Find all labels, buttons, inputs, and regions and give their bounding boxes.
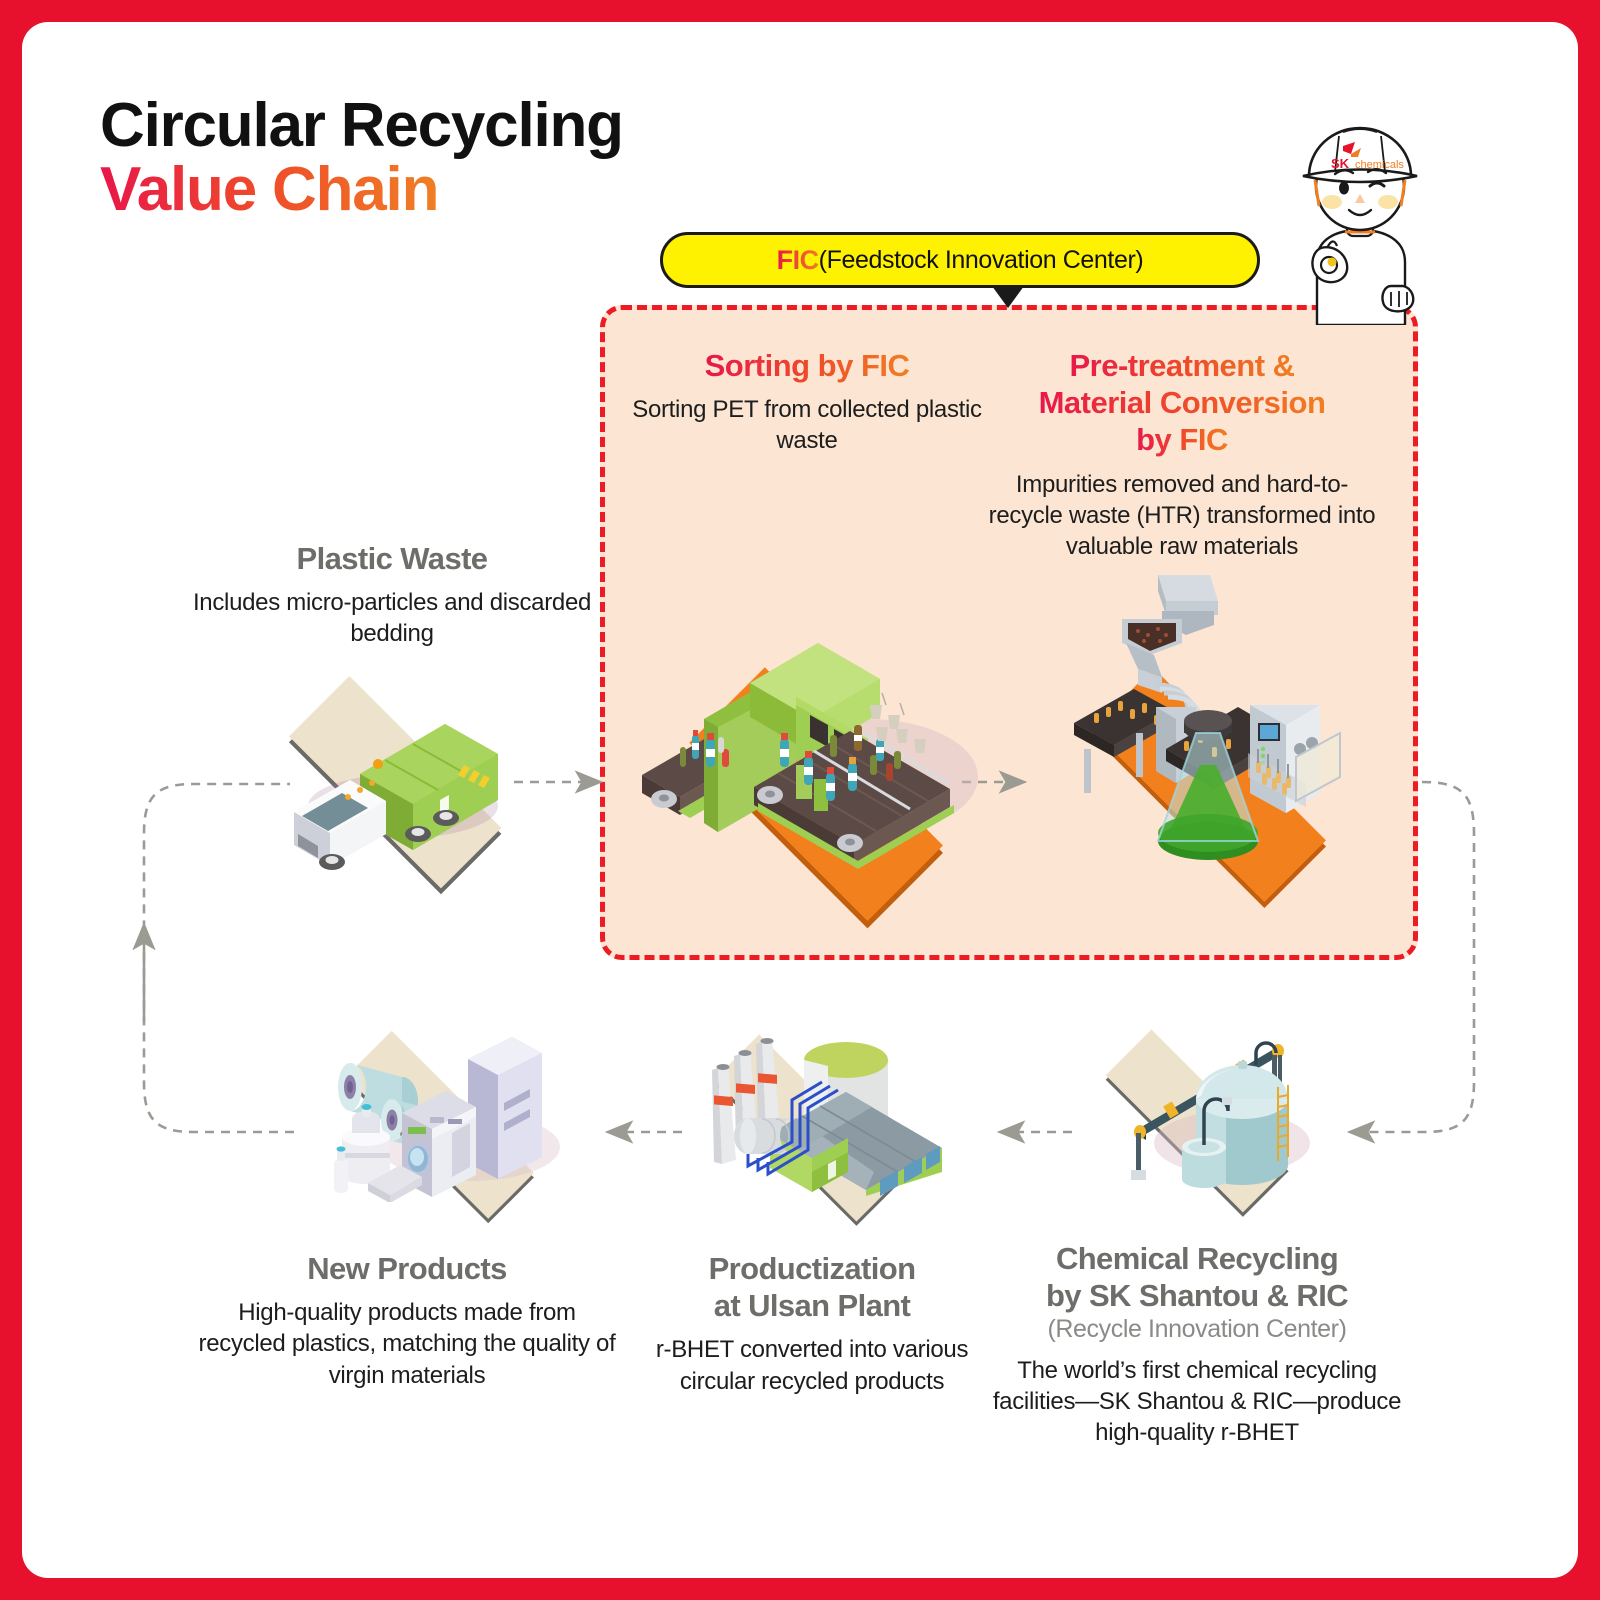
banner-pointer-icon (992, 286, 1024, 308)
pretreatment-body: Impurities removed and hard-to-recycle w… (988, 470, 1376, 560)
productization-heading-line-1: Productization (708, 1251, 916, 1286)
title-line-1: Circular Recycling (100, 91, 624, 160)
node-pretreatment-text: Pre-treatment & Material Conversion by F… (987, 347, 1377, 562)
infographic-canvas: Circular Recycling Value Chain FIC(Feeds… (22, 22, 1578, 1578)
node-sorting-text: Sorting by FIC Sorting PET from collecte… (622, 347, 992, 457)
productization-heading-line-2: at Ulsan Plant (713, 1288, 911, 1324)
node-productization-text: Productization at Ulsan Plant r-BHET con… (622, 1250, 1002, 1397)
appliances-icon (290, 1007, 590, 1224)
new-products-body: High-quality products made from recycled… (198, 1299, 616, 1389)
fic-abbreviation: FIC (776, 244, 820, 275)
garbage-truck-icon (250, 675, 540, 894)
chemical-recycling-subheading: (Recycle Innovation Center) (1047, 1315, 1347, 1344)
node-new-products-text: New Products High-quality products made … (197, 1250, 617, 1391)
storage-tank-icon (1042, 1007, 1342, 1217)
new-products-heading: New Products (307, 1251, 507, 1286)
fic-banner: FIC(Feedstock Innovation Center) (660, 232, 1260, 288)
fic-full-name: (Feedstock Innovation Center) (818, 245, 1144, 274)
node-chemical-recycling-text: Chemical Recycling by SK Shantou & RIC (… (987, 1240, 1407, 1448)
mascot-logo-sk: SK (1331, 156, 1350, 171)
mascot-logo-chemicals: chemicals (1355, 159, 1404, 171)
lab-flask-icon (1010, 557, 1400, 909)
pretreatment-heading-line-3: by FIC (1136, 422, 1228, 458)
chemical-recycling-heading-line-2: by SK Shantou & RIC (1045, 1278, 1349, 1314)
chemical-recycling-body: The world’s first chemical recycling fac… (992, 1356, 1402, 1447)
page-title: Circular Recycling Value Chain (100, 91, 624, 225)
chemical-recycling-heading-line-1: Chemical Recycling (1055, 1241, 1339, 1276)
sorting-body: Sorting PET from collected plastic waste (632, 396, 982, 455)
mascot-character: SK chemicals (1265, 110, 1455, 327)
plastic-waste-body: Includes micro-particles and discarded b… (192, 589, 592, 648)
title-line-2: Value Chain (100, 155, 439, 225)
sorting-heading: Sorting by FIC (704, 348, 910, 383)
factory-icon (652, 1012, 962, 1226)
pretreatment-heading-line-2: Material Conversion (1038, 385, 1326, 421)
productization-body: r-BHET converted into various circular r… (655, 1336, 969, 1395)
pretreatment-heading-line-1: Pre-treatment & (1069, 348, 1295, 383)
node-plastic-waste-text: Plastic Waste Includes micro-particles a… (192, 540, 592, 650)
sorting-conveyor-icon (618, 587, 988, 929)
plastic-waste-heading: Plastic Waste (296, 541, 489, 576)
